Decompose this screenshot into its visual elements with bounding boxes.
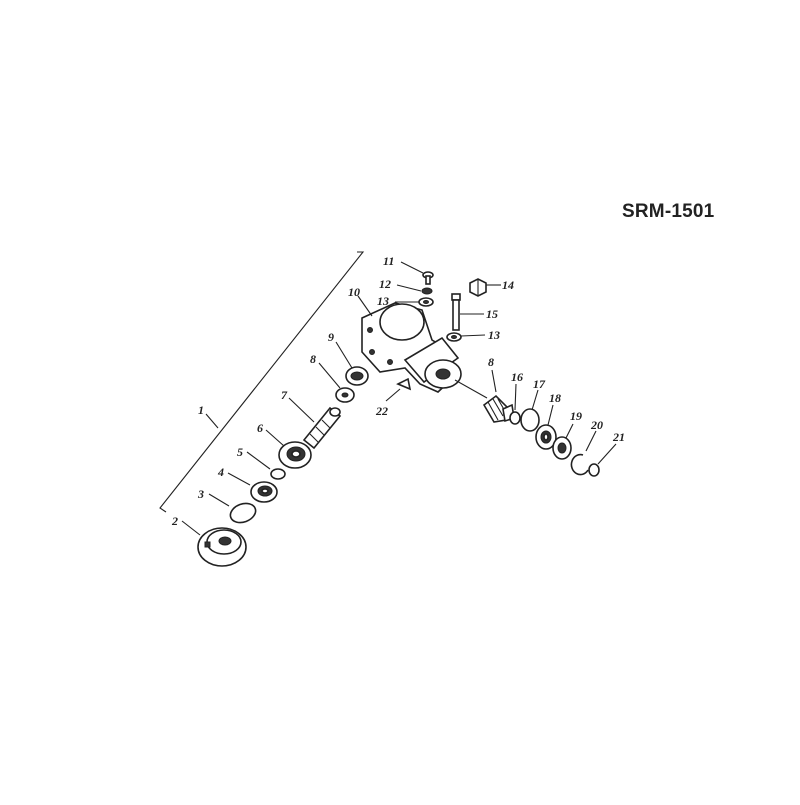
callout-16: 16 — [511, 370, 523, 384]
callout-1: 1 — [198, 403, 204, 417]
part-3-o-ring — [229, 502, 257, 524]
leader-6 — [265, 429, 285, 447]
leader-7 — [288, 397, 315, 423]
callout-3: 3 — [197, 487, 204, 501]
part-11-bolt — [422, 271, 434, 285]
callout-15: 15 — [486, 307, 498, 321]
leader-8a — [318, 362, 341, 389]
callout-5: 5 — [237, 445, 243, 459]
part-7-pinion-shaft — [302, 406, 342, 450]
callout-11: 11 — [383, 254, 394, 268]
callout-9: 9 — [328, 330, 334, 344]
callout-2: 2 — [171, 514, 178, 528]
callout-6: 6 — [257, 421, 263, 435]
part-15-bolt — [451, 293, 461, 331]
callout-8b: 8 — [488, 355, 494, 369]
callout-14: 14 — [502, 278, 514, 292]
part-22-key — [396, 377, 412, 391]
callout-labels: 1 2 3 4 5 6 7 8 8 9 10 11 12 13 13 14 15… — [171, 254, 625, 528]
callout-17: 17 — [533, 377, 546, 391]
part-16-ring — [509, 411, 521, 425]
leader-2 — [181, 520, 201, 536]
model-code-label: SRM-1501 — [622, 201, 715, 222]
callout-8a: 8 — [310, 352, 316, 366]
assembly-bracket — [159, 251, 365, 513]
callout-13b: 13 — [488, 328, 500, 342]
leader-13b — [460, 334, 486, 337]
part-18-bearing — [535, 424, 557, 450]
callout-13a: 13 — [377, 294, 389, 308]
callout-20: 20 — [590, 418, 603, 432]
leader-11 — [400, 261, 424, 274]
part-21-ring — [588, 463, 600, 477]
leader-18 — [547, 404, 554, 426]
callout-10: 10 — [348, 285, 360, 299]
callout-22: 22 — [375, 404, 388, 418]
callout-19: 19 — [570, 409, 582, 423]
leader-16 — [514, 383, 517, 411]
leader-20 — [585, 430, 597, 452]
callout-7: 7 — [281, 388, 288, 402]
part-8-spacer-upper — [335, 387, 355, 403]
leader-17 — [531, 389, 539, 411]
leader-22 — [385, 388, 401, 402]
part-19-bearing — [552, 436, 572, 460]
leader-1 — [205, 413, 219, 429]
callout-21: 21 — [612, 430, 625, 444]
part-2-cover — [197, 527, 247, 567]
part-5-washer — [270, 468, 286, 480]
part-10-gear-case — [361, 302, 462, 393]
part-6-bearing — [278, 441, 312, 469]
part-20-snap-ring — [570, 453, 589, 476]
leader-4 — [227, 472, 251, 486]
leader-8b — [491, 369, 497, 393]
callout-18: 18 — [549, 391, 561, 405]
leader-19 — [565, 423, 574, 439]
part-14-plug — [469, 278, 487, 297]
part-13-washer-lower — [446, 332, 462, 342]
part-17-o-ring — [520, 408, 540, 432]
part-9-bearing — [345, 366, 369, 386]
part-4-bearing — [250, 481, 278, 503]
callout-12: 12 — [379, 277, 391, 291]
part-12-washer — [421, 287, 433, 295]
leader-9 — [335, 341, 353, 369]
leader-3 — [208, 493, 230, 507]
part-13-washer-upper — [418, 297, 434, 307]
leader-5 — [246, 451, 271, 470]
callout-4: 4 — [217, 465, 224, 479]
leader-21 — [597, 443, 617, 465]
leader-housing-gear — [454, 379, 488, 399]
leader-12 — [396, 284, 422, 292]
leader-10 — [357, 295, 373, 317]
